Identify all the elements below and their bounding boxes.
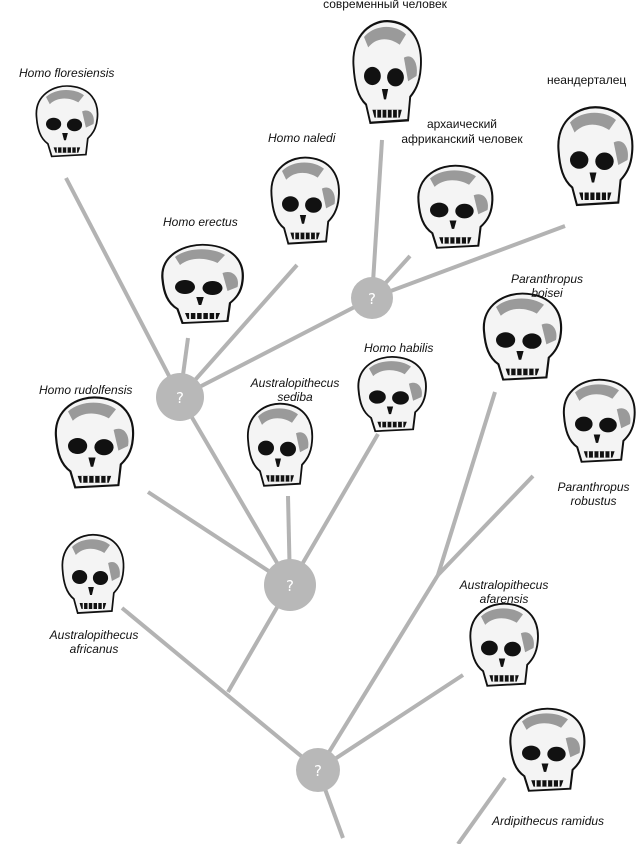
svg-text:?: ?: [368, 290, 376, 308]
branch-rudolfensis: [146, 490, 292, 587]
skull-floresiensis-icon: [35, 85, 99, 158]
label-naledi: Homo naledi: [268, 131, 336, 145]
branch-root-left: [120, 606, 320, 772]
svg-text:?: ?: [314, 762, 322, 780]
skull-erectus-icon: [161, 243, 244, 325]
skull-naledi-icon: [270, 156, 340, 245]
branch-paranthropus-stem: [316, 573, 440, 772]
label-boisei-1: Paranthropus: [510, 272, 584, 286]
skull-archaic-african-icon: [417, 164, 494, 249]
node-sapiens: ?: [351, 277, 393, 319]
branch-boisei: [436, 391, 497, 576]
skull-africanus-icon: [61, 533, 125, 614]
label-habilis: Homo habilis: [364, 341, 434, 355]
skull-modern-human-icon: [352, 19, 423, 124]
skull-afarensis-icon: [469, 602, 539, 687]
skull-rudolfensis-icon: [54, 396, 135, 489]
branch-to-homo-node: [178, 395, 292, 587]
branch-to-sapiens-node: [179, 296, 373, 399]
label-neanderthal: неандерталец: [547, 73, 627, 87]
label-ardipithecus: Ardipithecus ramidus: [492, 814, 605, 828]
label-boisei-2: boisei: [531, 286, 563, 300]
branch-habilis: [288, 432, 380, 587]
skull-sediba-icon: [246, 402, 314, 487]
node-mid: ?: [264, 559, 316, 611]
label-sediba-2: sediba: [277, 390, 313, 404]
label-afarensis-1: Australopithecus: [459, 578, 549, 592]
label-africanus-1: Australopithecus: [49, 628, 139, 642]
label-erectus: Homo erectus: [163, 215, 238, 229]
label-robustus-2: robustus: [570, 494, 617, 508]
svg-text:?: ?: [286, 577, 294, 595]
branch-neanderthal: [371, 224, 566, 300]
skull-ardipithecus-icon: [509, 707, 586, 792]
branch-afarensis: [316, 673, 465, 772]
node-homo: ?: [156, 373, 204, 421]
label-modern-human: современный человек: [323, 0, 447, 11]
label-archaic-african-1: архаический: [426, 117, 498, 131]
label-sediba-1: Australopithecus: [250, 376, 340, 390]
branch-robustus: [436, 474, 535, 577]
branch-modern-human: [370, 139, 384, 299]
branch-ardipithecus: [456, 776, 507, 844]
skull-boisei-icon: [482, 292, 563, 381]
label-rudolfensis: Homo rudolfensis: [39, 383, 133, 397]
skull-robustus-icon: [562, 378, 636, 463]
branch-floresiensis: [64, 177, 182, 398]
skull-habilis-icon: [357, 355, 427, 433]
label-robustus-1: Paranthropus: [557, 480, 630, 494]
label-floresiensis: Homo floresiensis: [19, 66, 115, 80]
branch-naledi: [178, 263, 299, 399]
skull-neanderthal-icon: [557, 106, 634, 207]
svg-text:?: ?: [176, 389, 184, 407]
node-root: ?: [296, 748, 340, 792]
label-archaic-african-2: африканский человек: [401, 132, 523, 146]
label-africanus-2: africanus: [69, 642, 119, 656]
label-afarensis-2: afarensis: [479, 592, 529, 606]
